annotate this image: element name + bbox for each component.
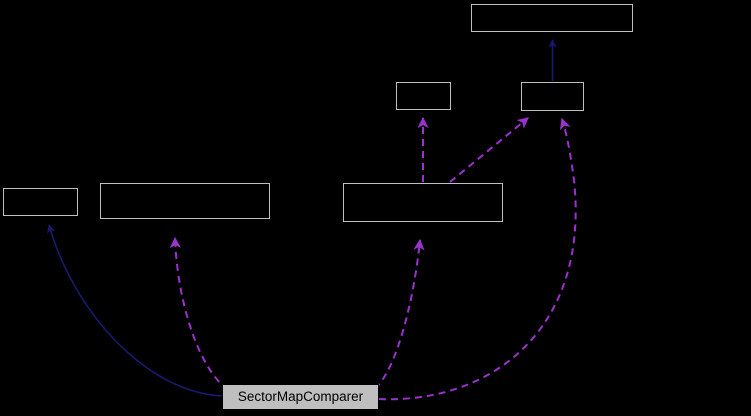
class-node-mid-right[interactable] <box>521 82 584 111</box>
edge-usage-row3-center <box>374 238 425 390</box>
class-node-row3-center[interactable] <box>343 183 503 222</box>
class-node-row3-left[interactable] <box>100 183 270 219</box>
edge-usage-row3-left <box>169 236 229 391</box>
edge-inheritance-left <box>47 224 223 397</box>
class-node-sectormapcomparer[interactable]: SectorMapComparer <box>222 384 379 410</box>
class-node-row3-far-left[interactable] <box>3 188 78 216</box>
class-node-label: SectorMapComparer <box>237 389 364 405</box>
class-node-mid-left[interactable] <box>396 82 451 110</box>
edge-usage-mid-right-long <box>378 117 577 401</box>
class-node-top[interactable] <box>471 4 633 32</box>
edge-usage-mid-right-diagonal <box>449 117 529 183</box>
